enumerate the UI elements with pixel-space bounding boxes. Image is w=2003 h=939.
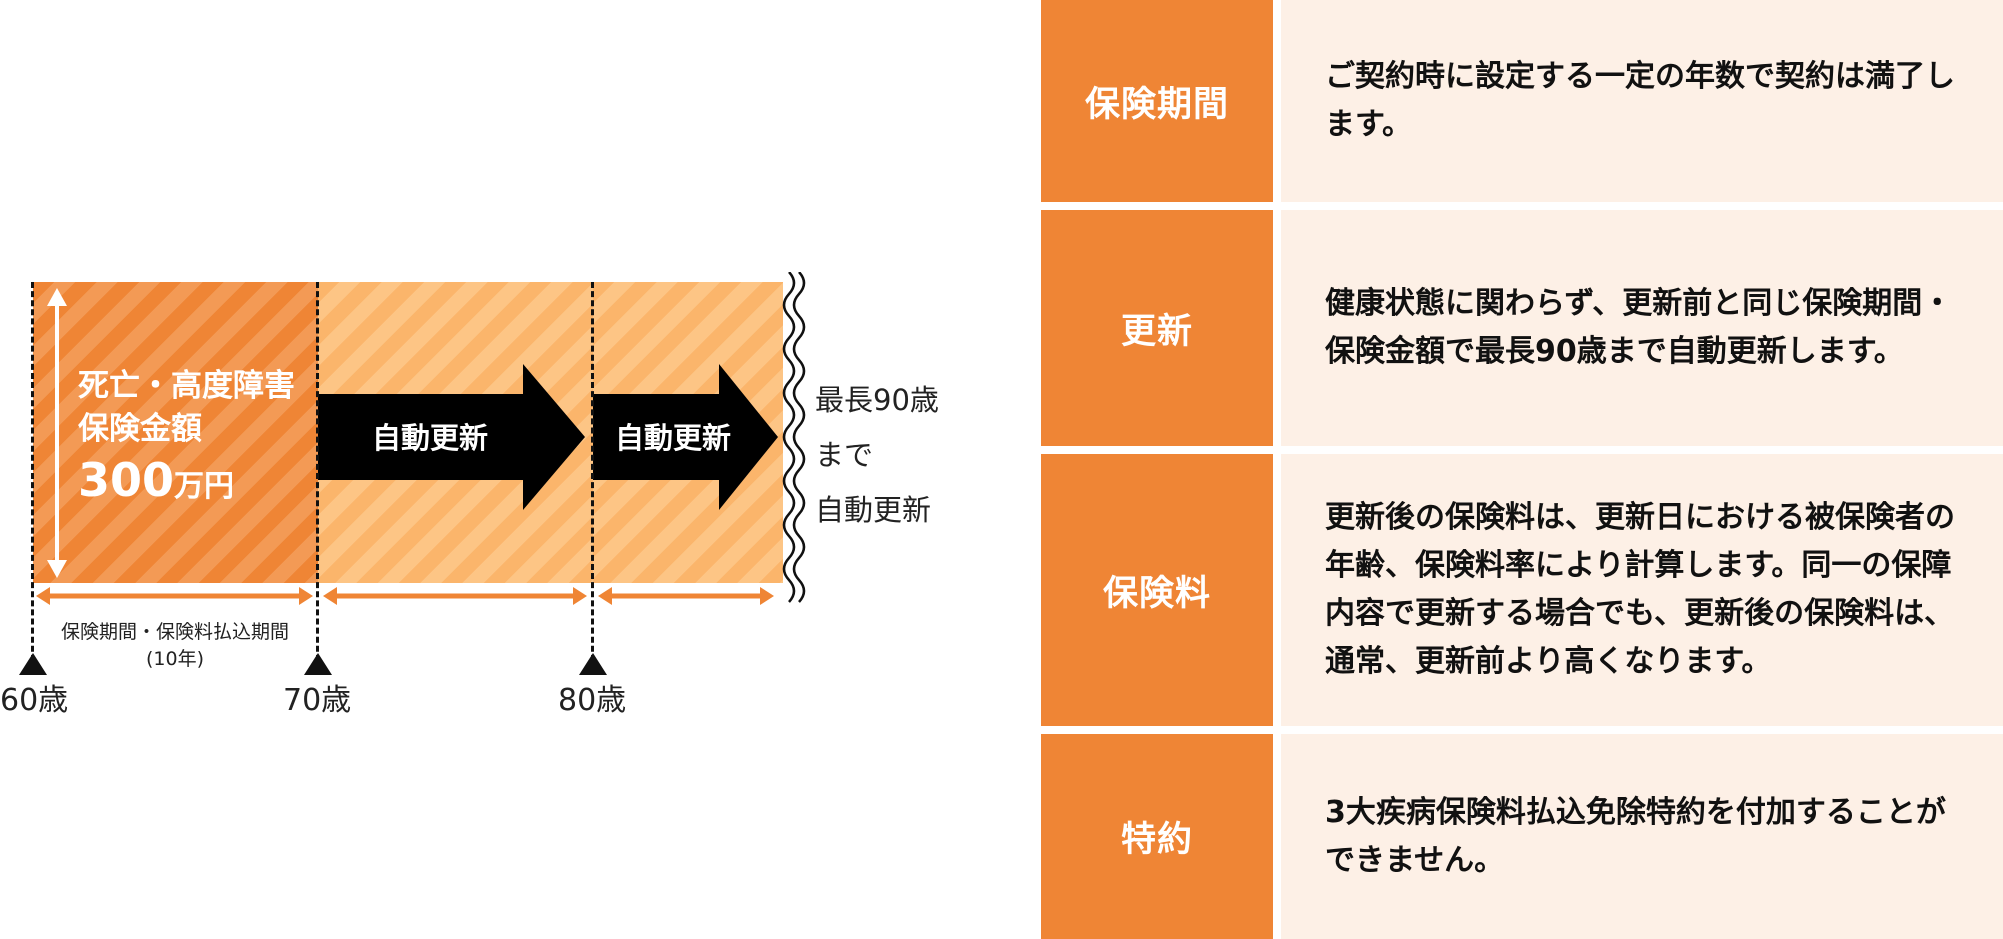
coverage-line2: 保険金額 (78, 411, 202, 447)
continuation-wave-icon (782, 272, 806, 603)
max-renewal-note: 最長90歳 まで 自動更新 (815, 373, 939, 538)
row-text-renewal: 健康状態に関わらず、更新前と同じ保険期間・保険金額で最長90歳まで自動更新します… (1281, 210, 2003, 446)
renewal-diagram: 死亡・高度障害 保険金額 300万円 自動更新 自動更新 保険期間・保険料払込期… (0, 272, 939, 718)
row-text-premium: 更新後の保険料は、更新日における被保険者の年齢、保険料率により計算します。同一の… (1281, 454, 2003, 726)
policy-info-table: 保険期間 ご契約時に設定する一定の年数で契約は満了します。 更新 健康状態に関わ… (1041, 0, 2003, 939)
row-text-rider-content: 3大疾病保険料払込免除特約を付加することができません。 (1325, 794, 1946, 878)
renewal-arrow-label-2: 自動更新 (615, 421, 732, 455)
row-text-period: ご契約時に設定する一定の年数で契約は満了します。 (1281, 0, 2003, 202)
period-arrow-icon-1 (36, 587, 313, 605)
row-text-rider: 3大疾病保険料払込免除特約を付加することができません。 (1281, 734, 2003, 939)
max-renewal-note-line1: 最長90歳 (815, 383, 939, 417)
row-text-premium-content: 更新後の保険料は、更新日における被保険者の年齢、保険料率により計算します。同一の… (1325, 500, 1955, 679)
max-renewal-note-line2: まで (815, 438, 874, 472)
age-label-70: 70歳 (283, 683, 352, 718)
boundary-line-70 (316, 282, 319, 670)
period-label-line1: 保険期間・保険料払込期間 (60, 621, 289, 643)
age-label-60: 60歳 (0, 683, 69, 718)
row-text-renewal-content: 健康状態に関わらず、更新前と同じ保険期間・保険金額で最長90歳まで自動更新します… (1325, 286, 1953, 369)
age-marker-80-icon (579, 653, 607, 675)
coverage-amount-label: 死亡・高度障害 保険金額 300万円 (78, 365, 295, 516)
table-row-rider: 特約 3大疾病保険料払込免除特約を付加することができません。 (1041, 734, 2003, 939)
table-row-premium: 保険料 更新後の保険料は、更新日における被保険者の年齢、保険料率により計算します… (1041, 454, 2003, 726)
row-heading-premium: 保険料 (1041, 454, 1273, 726)
max-renewal-note-line3: 自動更新 (815, 493, 932, 527)
age-marker-60-icon (19, 653, 47, 675)
period-label: 保険期間・保険料払込期間 (10年) (38, 619, 312, 673)
boundary-line-60 (31, 282, 34, 670)
coverage-amount-value: 300 (78, 453, 175, 507)
row-heading-rider: 特約 (1041, 734, 1273, 939)
renewal-arrow-label-1: 自動更新 (372, 421, 489, 455)
renewal-arrow-icon-1 (318, 364, 585, 510)
coverage-amount-arrow-icon (47, 288, 67, 578)
period-arrow-icon-3 (598, 587, 774, 605)
table-row-renewal: 更新 健康状態に関わらず、更新前と同じ保険期間・保険金額で最長90歳まで自動更新… (1041, 210, 2003, 446)
boundary-line-80 (591, 282, 594, 670)
age-label-80: 80歳 (558, 683, 627, 718)
coverage-amount: 300万円 (78, 451, 295, 516)
renewal-arrow-icon-2 (593, 364, 778, 510)
table-row-period: 保険期間 ご契約時に設定する一定の年数で契約は満了します。 (1041, 0, 2003, 202)
initial-period-block (33, 282, 318, 583)
row-text-period-content: ご契約時に設定する一定の年数で契約は満了します。 (1325, 59, 1955, 142)
period-label-line2: (10年) (145, 648, 204, 670)
period-arrow-icon-2 (323, 587, 587, 605)
age-marker-70-icon (304, 653, 332, 675)
coverage-line1: 死亡・高度障害 (78, 368, 295, 404)
row-heading-period: 保険期間 (1041, 0, 1273, 202)
row-heading-renewal: 更新 (1041, 210, 1273, 446)
coverage-amount-unit: 万円 (174, 469, 235, 504)
